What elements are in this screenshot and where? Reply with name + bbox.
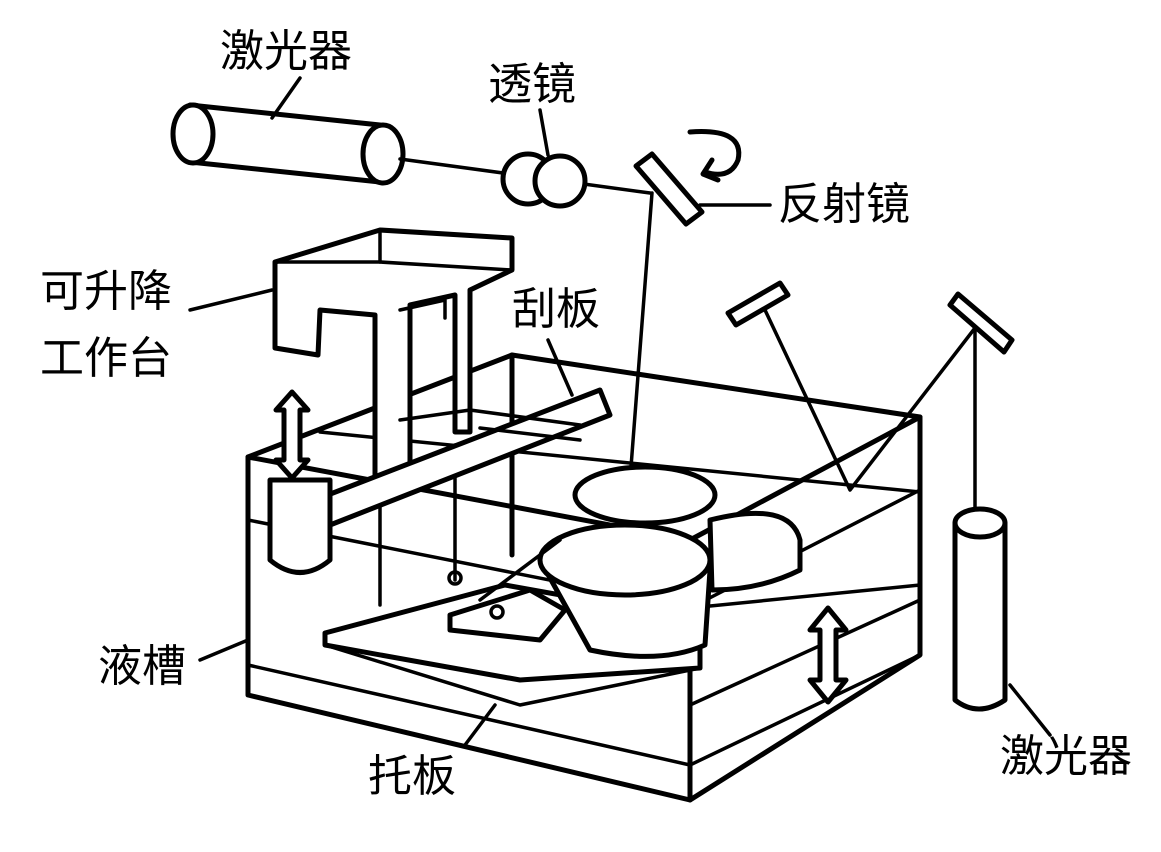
label-tray: 托板 bbox=[368, 751, 456, 802]
bottom-laser bbox=[952, 506, 1008, 712]
printed-part bbox=[447, 464, 803, 659]
label-mirror: 反射镜 bbox=[778, 179, 910, 230]
side-mirror-left bbox=[725, 280, 791, 328]
side-beam-v bbox=[763, 308, 977, 492]
lens bbox=[500, 151, 588, 209]
label-laser-bottom: 激光器 bbox=[1000, 731, 1132, 782]
label-platform-line1: 可升降 bbox=[40, 266, 172, 317]
laser-beam-down bbox=[628, 191, 654, 482]
label-tank: 液槽 bbox=[98, 641, 186, 692]
leader-lines bbox=[188, 76, 1052, 747]
label-laser-top: 激光器 bbox=[220, 26, 352, 77]
label-lens: 透镜 bbox=[488, 59, 576, 110]
label-platform-line2: 工作台 bbox=[40, 333, 172, 384]
rotating-mirror bbox=[633, 129, 742, 227]
left-piston bbox=[267, 477, 333, 575]
top-laser bbox=[170, 102, 406, 186]
label-scraper: 刮板 bbox=[512, 284, 600, 335]
side-mirror-right bbox=[947, 291, 1015, 355]
right-updown-arrow bbox=[807, 605, 849, 705]
